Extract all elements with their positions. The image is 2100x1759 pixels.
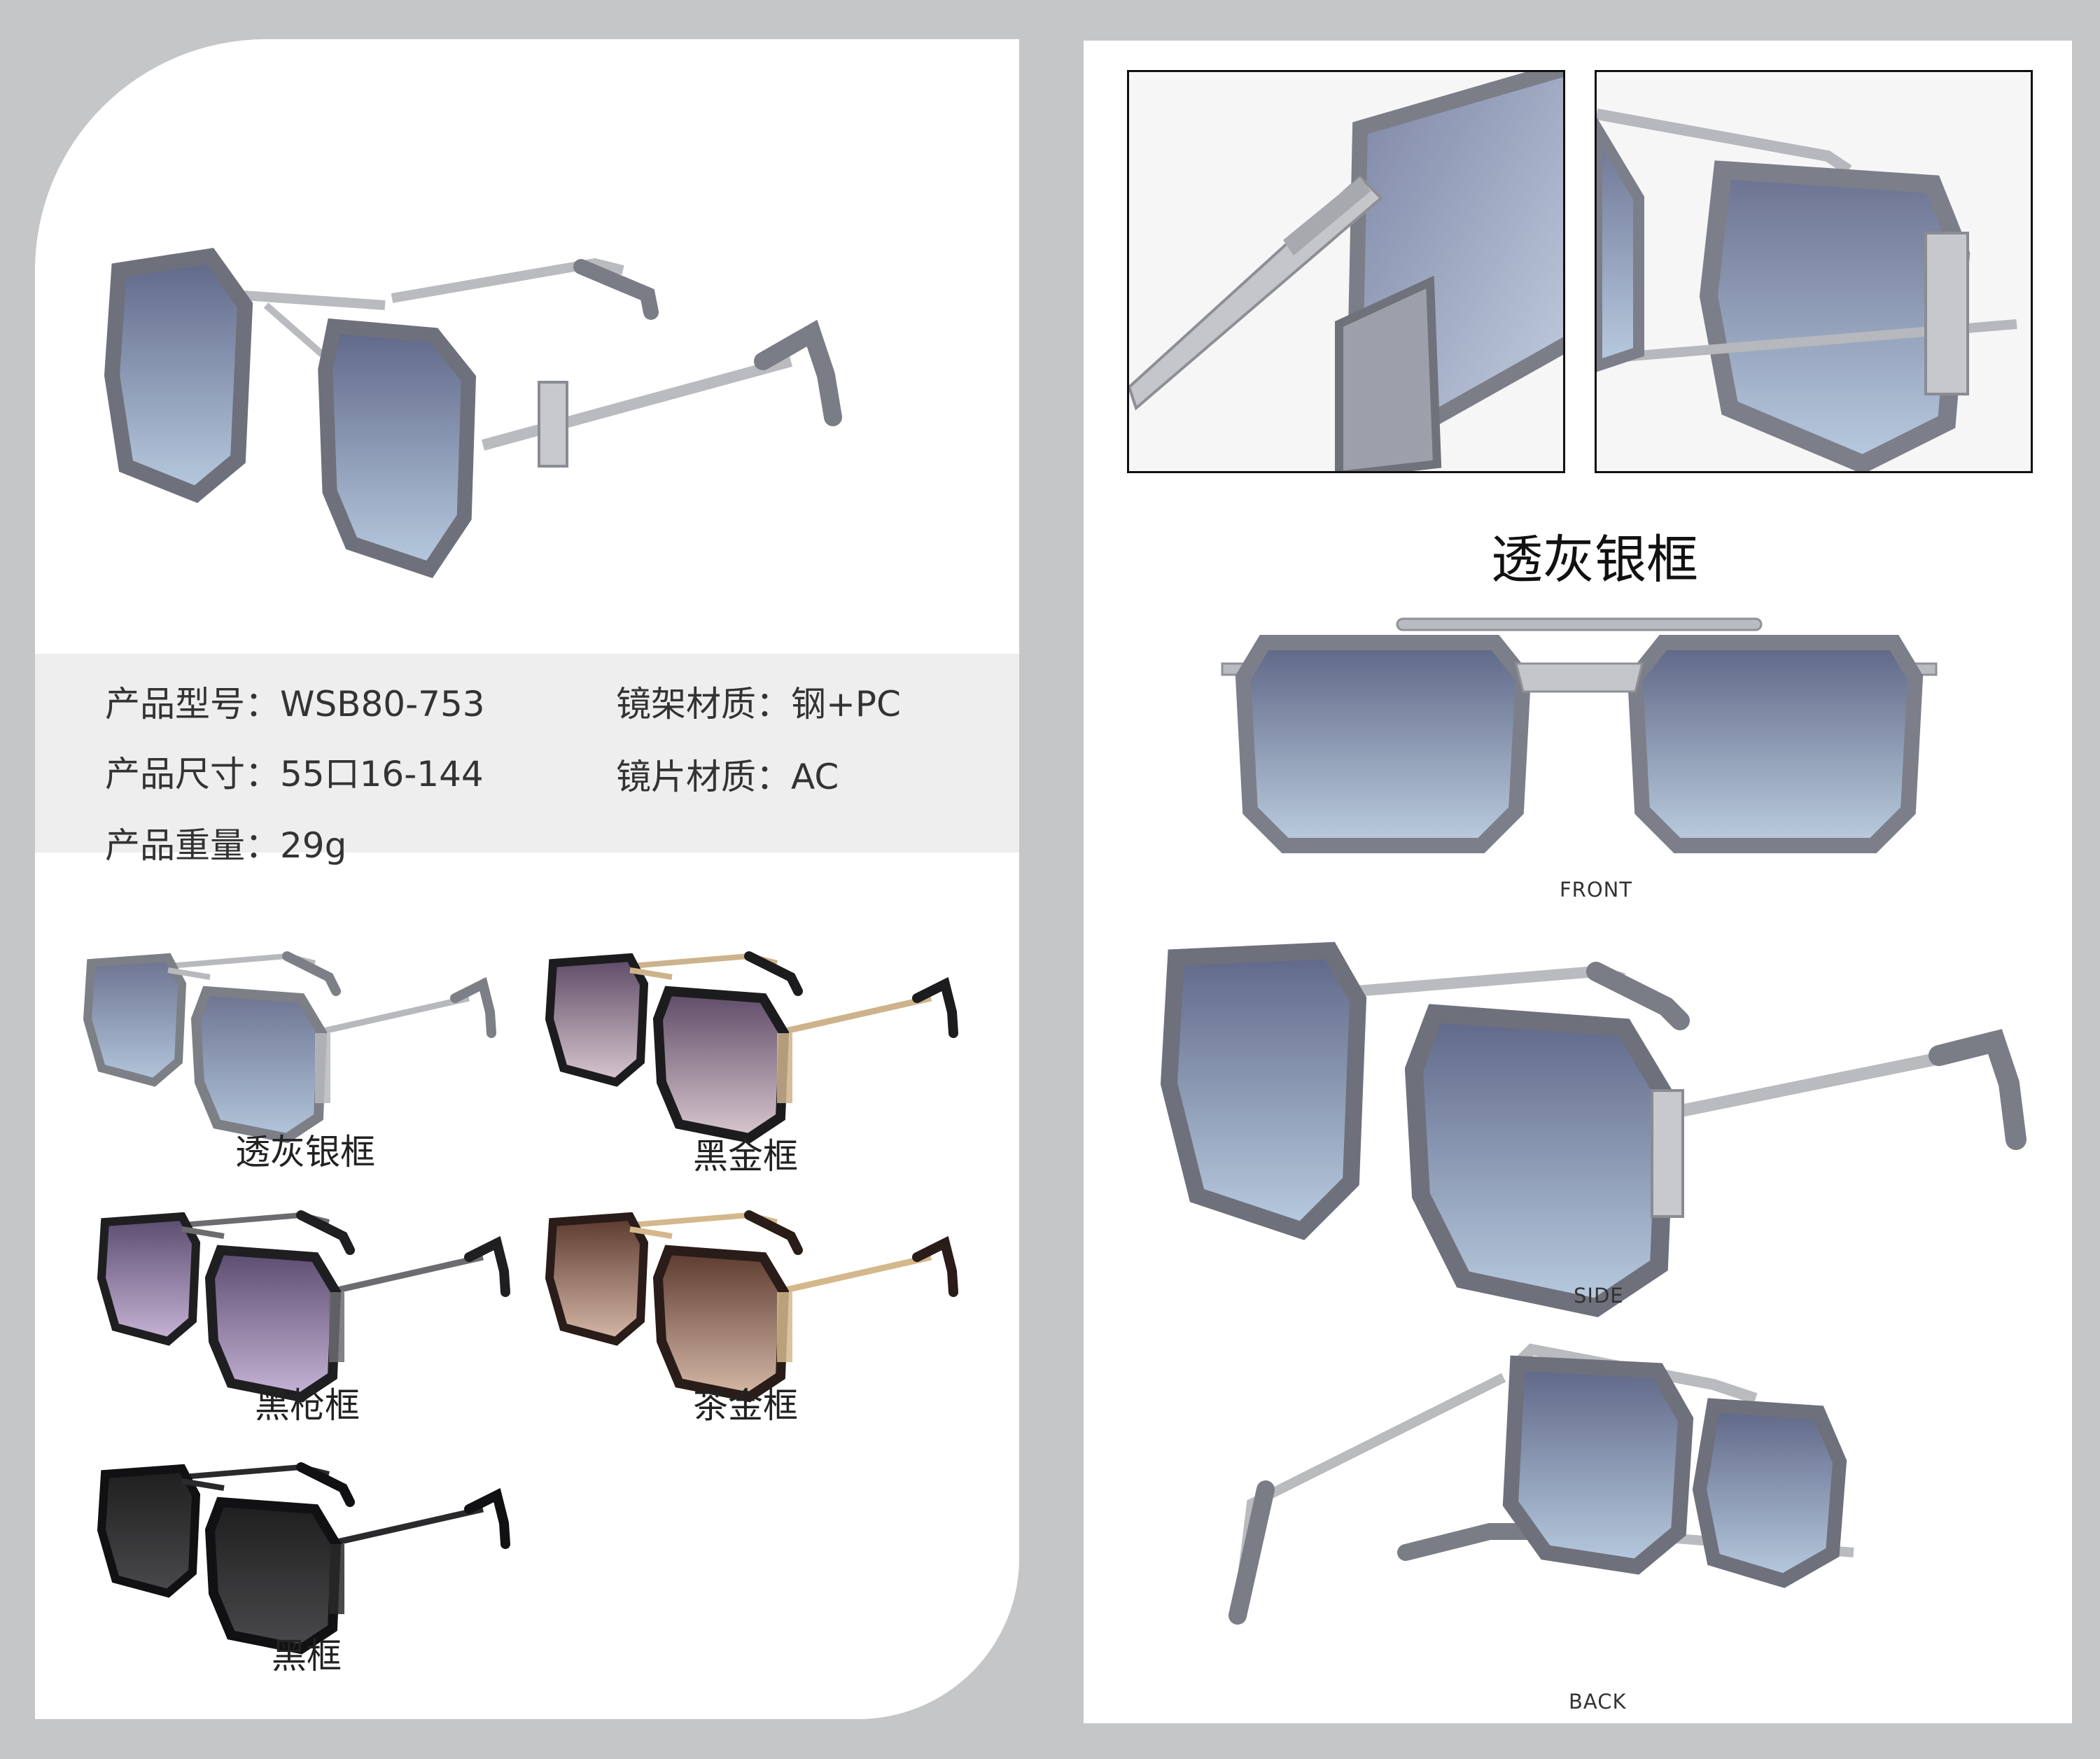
- variant-image-grey-silver: [83, 951, 496, 1144]
- front-view-image: [1221, 617, 1938, 853]
- back-view-image: [1228, 1343, 1854, 1625]
- variant-image-tea-gold: [545, 1210, 958, 1403]
- side-view-image: [1160, 941, 2026, 1317]
- side-label: SIDE: [1574, 1284, 1624, 1308]
- variant-label: 黑框: [272, 1636, 342, 1676]
- back-label: BACK: [1569, 1690, 1627, 1714]
- hinge-closeup-image: [1129, 72, 1563, 471]
- detail-closeup-hinge: [1127, 70, 1565, 473]
- spec-size: 产品尺寸：55口16-144: [105, 754, 484, 794]
- spec-weight: 产品重量：29g: [105, 825, 347, 866]
- right-panel: 透灰银框 FRONT SIDE: [1084, 41, 2072, 1723]
- variant-image-black-gun: [97, 1210, 510, 1403]
- variant-label: 黑枪框: [255, 1385, 360, 1426]
- spec-frame-material: 镜架材质：钢+PC: [616, 684, 901, 724]
- left-panel: 产品型号：WSB80-753 产品尺寸：55口16-144 产品重量：29g 镜…: [35, 39, 1019, 1719]
- variant-image-black: [97, 1462, 510, 1655]
- variant-image-black-gold: [545, 951, 958, 1144]
- variant-label: 茶金框: [693, 1385, 798, 1426]
- side-mesh-closeup-image: [1597, 108, 2017, 471]
- variant-label: 黑金框: [693, 1136, 798, 1177]
- front-label: FRONT: [1560, 878, 1633, 902]
- hero-sunglasses-image: [104, 248, 842, 578]
- spec-band: [35, 654, 1019, 853]
- spec-model: 产品型号：WSB80-753: [105, 684, 485, 724]
- color-title: 透灰银框: [1491, 530, 1698, 590]
- variant-label: 透灰银框: [235, 1132, 375, 1172]
- detail-closeup-side-mesh: [1595, 70, 2033, 473]
- spec-lens-material: 镜片材质：AC: [616, 757, 839, 797]
